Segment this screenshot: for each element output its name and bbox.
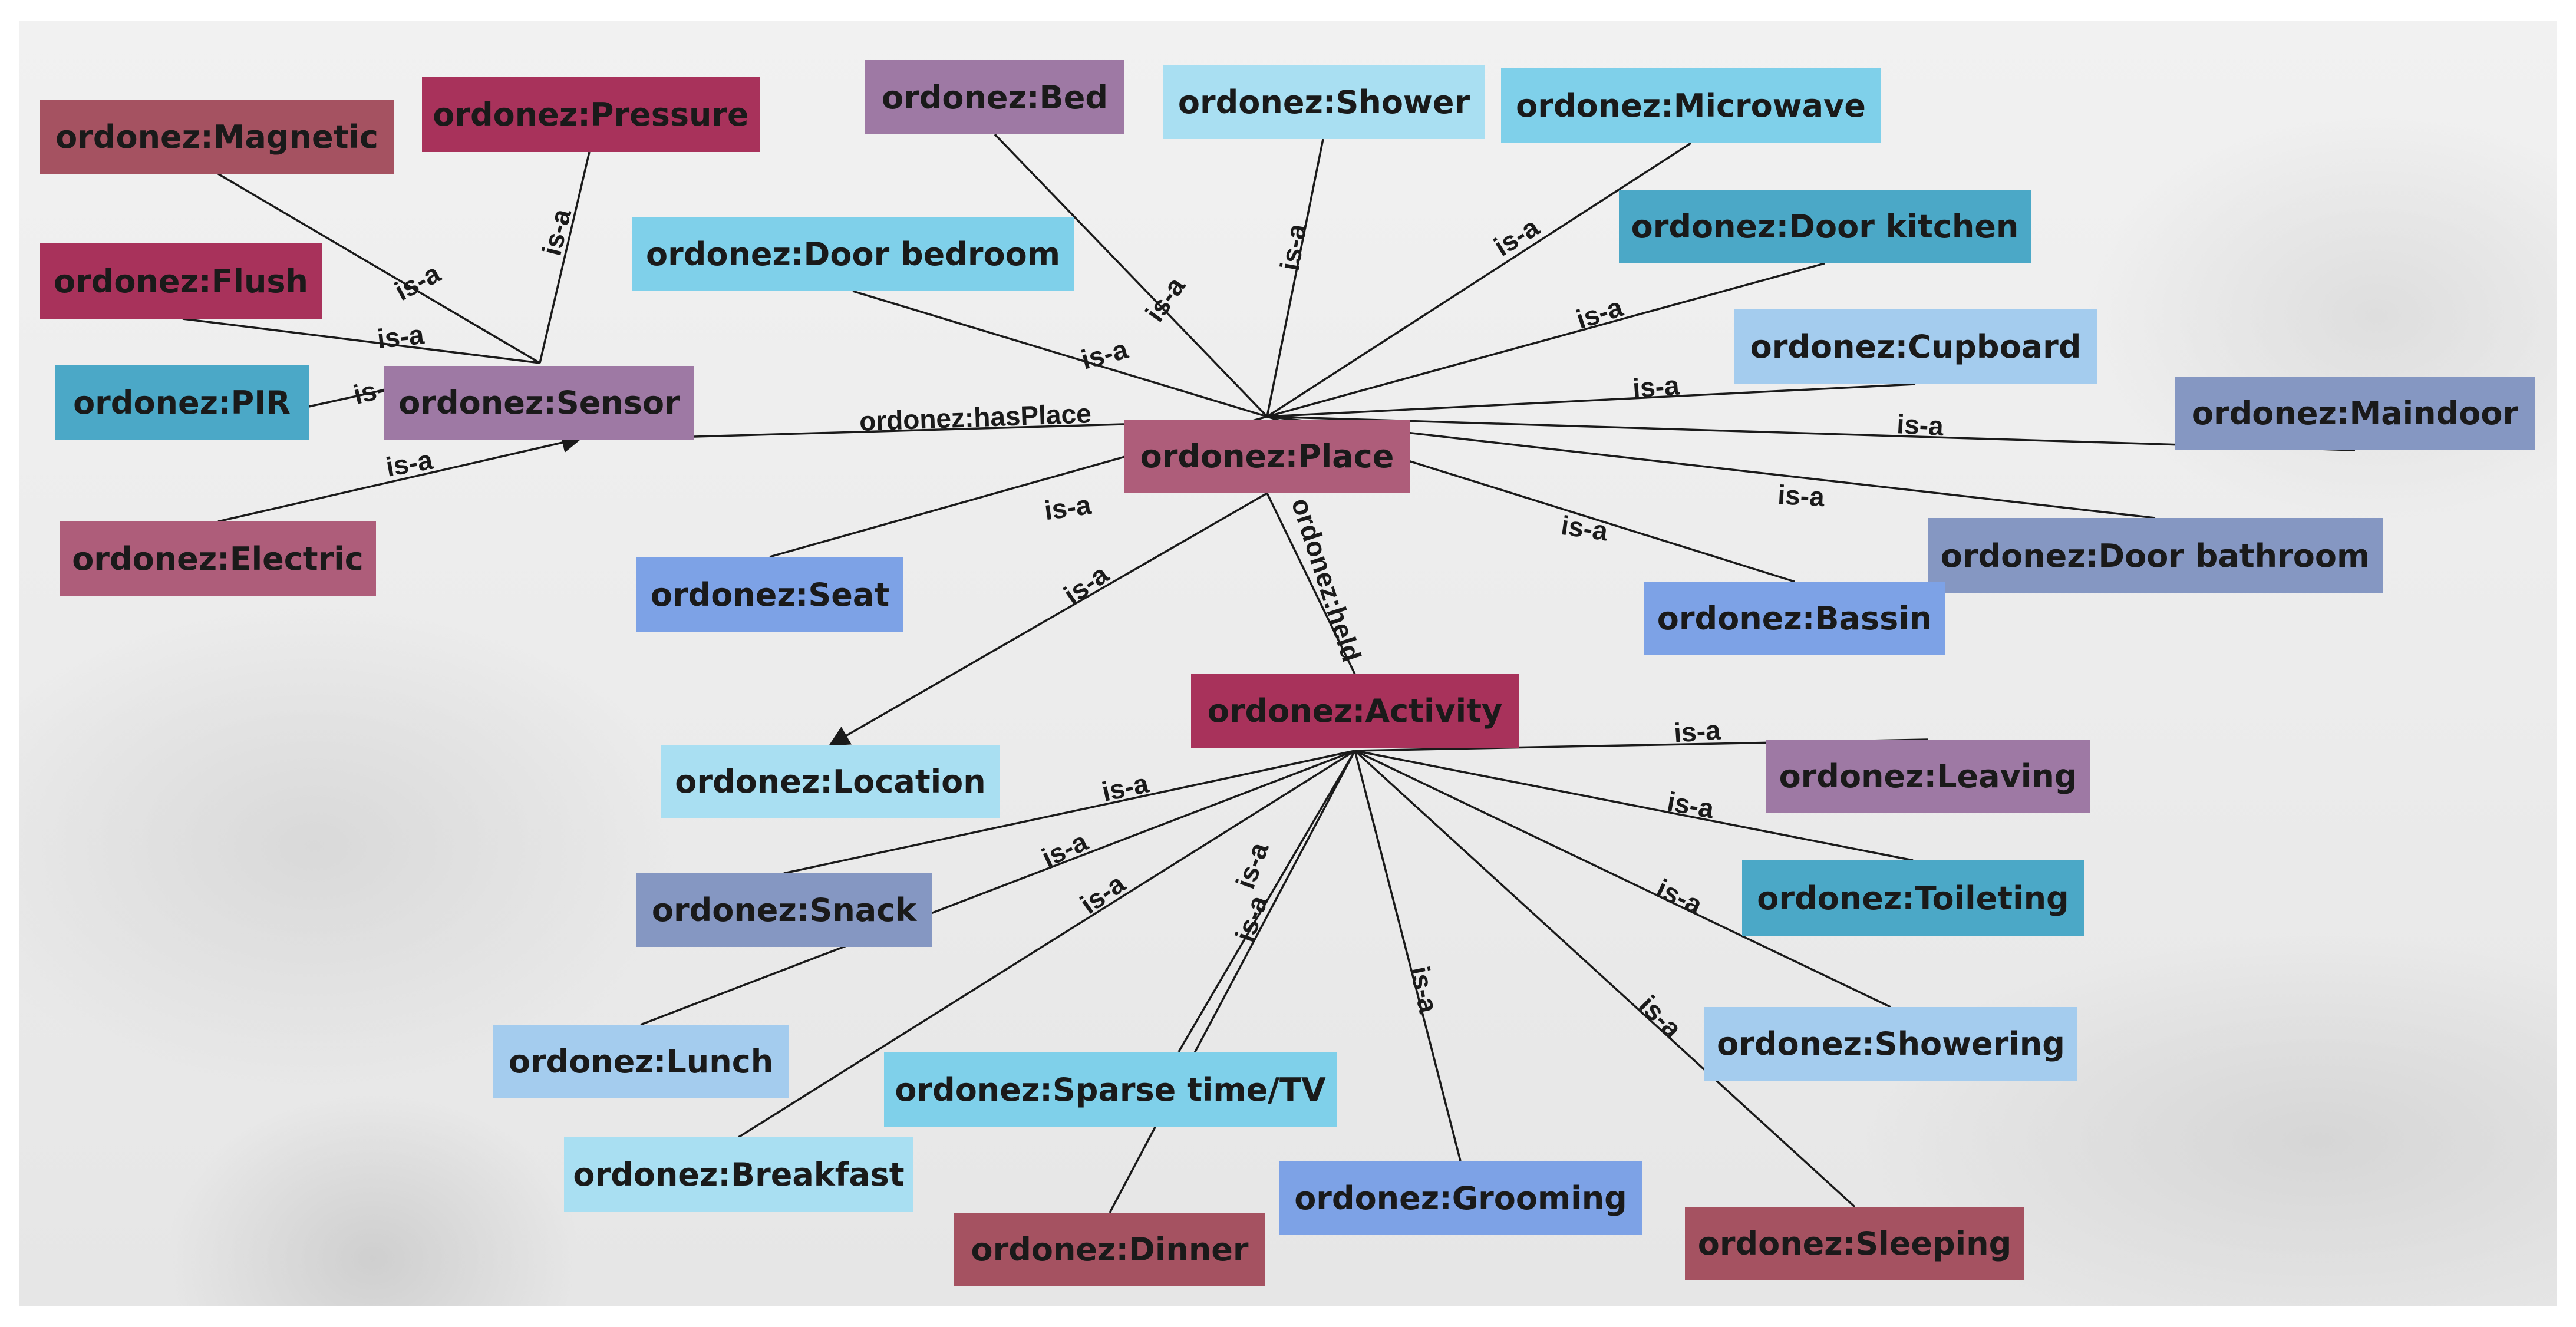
node-breakfast[interactable]: ordonez:Breakfast	[564, 1137, 913, 1212]
node-door-bedroom[interactable]: ordonez:Door bedroom	[632, 217, 1074, 291]
edge-sleeping-activity	[1354, 750, 1856, 1208]
edge-label-snack-activity: is-a	[1099, 767, 1152, 807]
node-place[interactable]: ordonez:Place	[1124, 420, 1410, 493]
edge-electric-sensor	[217, 432, 583, 523]
node-door-kitchen[interactable]: ordonez:Door kitchen	[1619, 190, 2031, 263]
node-grooming[interactable]: ordonez:Grooming	[1279, 1161, 1642, 1235]
node-sleeping[interactable]: ordonez:Sleeping	[1685, 1207, 2024, 1280]
edge-label-bed-place: is-a	[1139, 271, 1191, 327]
edge-label-cupboard-place: is-a	[1631, 369, 1680, 403]
edge-pir-sensor	[308, 388, 390, 408]
node-bassin[interactable]: ordonez:Bassin	[1644, 582, 1945, 655]
edge-label-lunch-activity: is-a	[1037, 826, 1092, 873]
node-location[interactable]: ordonez:Location	[661, 745, 1000, 818]
edge-breakfast-activity	[738, 750, 1355, 1138]
edge-door_kitchen-place	[1266, 262, 1825, 418]
edge-bed-place	[994, 133, 1268, 418]
node-showering[interactable]: ordonez:Showering	[1704, 1007, 2077, 1081]
node-electric[interactable]: ordonez:Electric	[60, 521, 376, 596]
node-maindoor[interactable]: ordonez:Maindoor	[2175, 377, 2535, 450]
edge-label-pressure-sensor: is-a	[536, 206, 577, 259]
node-sparse-time-tv[interactable]: ordonez:Sparse time/TV	[884, 1052, 1337, 1127]
node-shower[interactable]: ordonez:Shower	[1163, 65, 1485, 139]
edge-door_bathroom-place	[1266, 415, 2156, 519]
edge-label-breakfast-activity: is-a	[1074, 868, 1130, 920]
edge-grooming-activity	[1354, 750, 1462, 1161]
node-cupboard[interactable]: ordonez:Cupboard	[1734, 309, 2097, 384]
node-snack[interactable]: ordonez:Snack	[636, 873, 932, 947]
edge-door_bedroom-place	[852, 290, 1268, 418]
edge-label-shower-place: is-a	[1274, 221, 1312, 273]
node-microwave[interactable]: ordonez:Microwave	[1501, 68, 1881, 143]
node-toileting[interactable]: ordonez:Toileting	[1742, 860, 2084, 936]
edge-pressure-sensor	[539, 151, 591, 364]
edge-label-door_bathroom-place: is-a	[1777, 479, 1825, 512]
edge-label-door_bedroom-place: is-a	[1078, 334, 1131, 375]
edge-flush-sensor	[182, 318, 540, 364]
edge-label-sparse_time_tv-activity: is-a	[1229, 838, 1274, 893]
node-leaving[interactable]: ordonez:Leaving	[1766, 740, 2090, 813]
node-pressure[interactable]: ordonez:Pressure	[422, 77, 760, 152]
edge-label-leaving-activity: is-a	[1673, 714, 1721, 748]
edge-label-toileting-activity: is-a	[1665, 786, 1717, 824]
edge-label-maindoor-place: is-a	[1896, 408, 1944, 441]
edge-microwave-place	[1266, 142, 1691, 418]
edge-label-bassin-place: is-a	[1559, 510, 1610, 547]
edge-showering-activity	[1354, 750, 1891, 1008]
edge-snack-activity	[783, 750, 1355, 874]
edge-sparse_time_tv-activity	[1177, 750, 1356, 1052]
node-door-bathroom[interactable]: ordonez:Door bathroom	[1928, 518, 2383, 593]
edge-place-activity	[1266, 493, 1356, 675]
edge-label-flush-sensor: is-a	[375, 319, 426, 354]
edge-label-place-activity: ordonez:held	[1285, 494, 1367, 665]
edge-maindoor-place	[1266, 415, 2356, 451]
node-lunch[interactable]: ordonez:Lunch	[493, 1025, 789, 1098]
node-pir[interactable]: ordonez:PIR	[55, 365, 309, 440]
edge-label-door_kitchen-place: is-a	[1572, 291, 1627, 335]
edge-label-sleeping-activity: is-a	[1633, 989, 1688, 1044]
edge-shower-place	[1266, 138, 1324, 417]
edge-lunch-activity	[640, 750, 1355, 1026]
edge-toileting-activity	[1354, 750, 1914, 861]
edge-label-grooming-activity: is-a	[1404, 963, 1444, 1016]
edge-label-seat-place: is-a	[1043, 489, 1093, 526]
node-dinner[interactable]: ordonez:Dinner	[954, 1213, 1265, 1286]
edge-dinner-activity	[1109, 750, 1356, 1213]
edge-sensor-place	[694, 423, 1125, 438]
node-seat[interactable]: ordonez:Seat	[636, 557, 903, 632]
node-bed[interactable]: ordonez:Bed	[865, 60, 1124, 134]
edge-label-electric-sensor: is-a	[384, 444, 436, 483]
edge-label-magnetic-sensor: is-a	[390, 258, 446, 306]
edge-label-sensor-place: ordonez:hasPlace	[859, 398, 1091, 437]
node-magnetic[interactable]: ordonez:Magnetic	[40, 100, 394, 174]
edge-cupboard-place	[1266, 383, 1916, 418]
node-activity[interactable]: ordonez:Activity	[1191, 674, 1519, 748]
edge-label-microwave-place: is-a	[1489, 211, 1545, 262]
node-flush[interactable]: ordonez:Flush	[40, 243, 322, 319]
edge-magnetic-sensor	[217, 173, 540, 364]
edge-label-place-location: is-a	[1058, 559, 1114, 610]
node-sensor[interactable]: ordonez:Sensor	[384, 366, 694, 440]
edge-label-showering-activity: is-a	[1652, 873, 1707, 920]
edge-place-location	[828, 492, 1268, 746]
